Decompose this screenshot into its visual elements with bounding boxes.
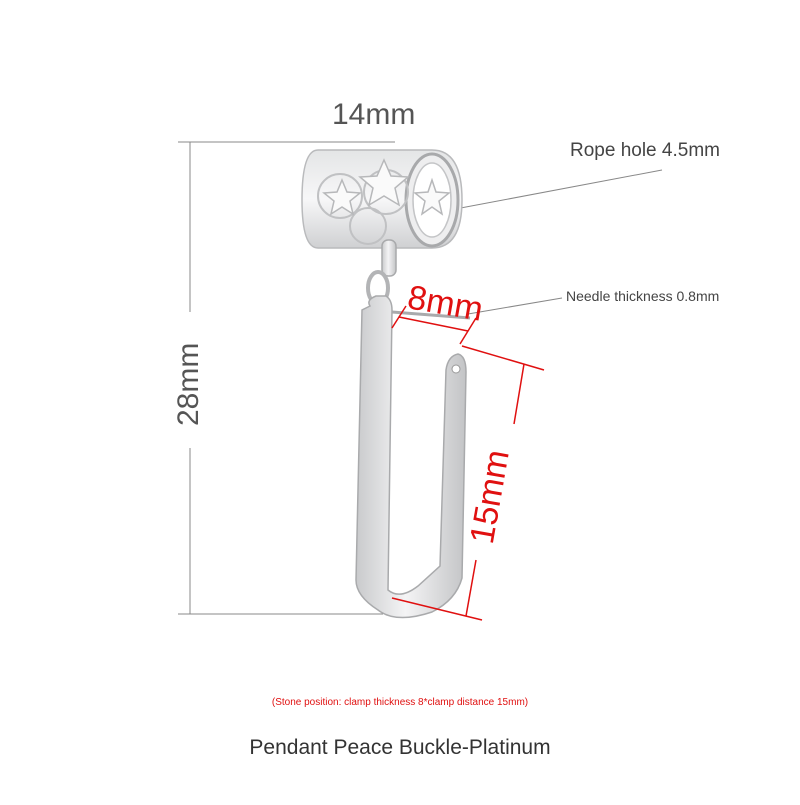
rope-tube [301, 149, 463, 249]
width-label: 14mm [332, 98, 416, 131]
rope-hole-label: Rope hole 4.5mm [570, 140, 720, 161]
clip-body [355, 295, 471, 619]
star-icon [322, 158, 451, 216]
needle [391, 310, 471, 320]
rope-hole-leader [449, 169, 663, 211]
jump-ring [366, 239, 397, 306]
clamp-distance-dimension [391, 345, 545, 621]
height-label: 28mm [172, 342, 205, 426]
product-title: Pendant Peace Buckle-Platinum [249, 736, 551, 759]
needle-thickness-label: Needle thickness 0.8mm [566, 288, 720, 304]
needle-leader [467, 297, 563, 315]
clamp-thickness-dimension [391, 305, 477, 345]
stone-position-note: (Stone position: clamp thickness 8*clamp… [271, 697, 529, 708]
width-dimension-line [178, 141, 395, 615]
